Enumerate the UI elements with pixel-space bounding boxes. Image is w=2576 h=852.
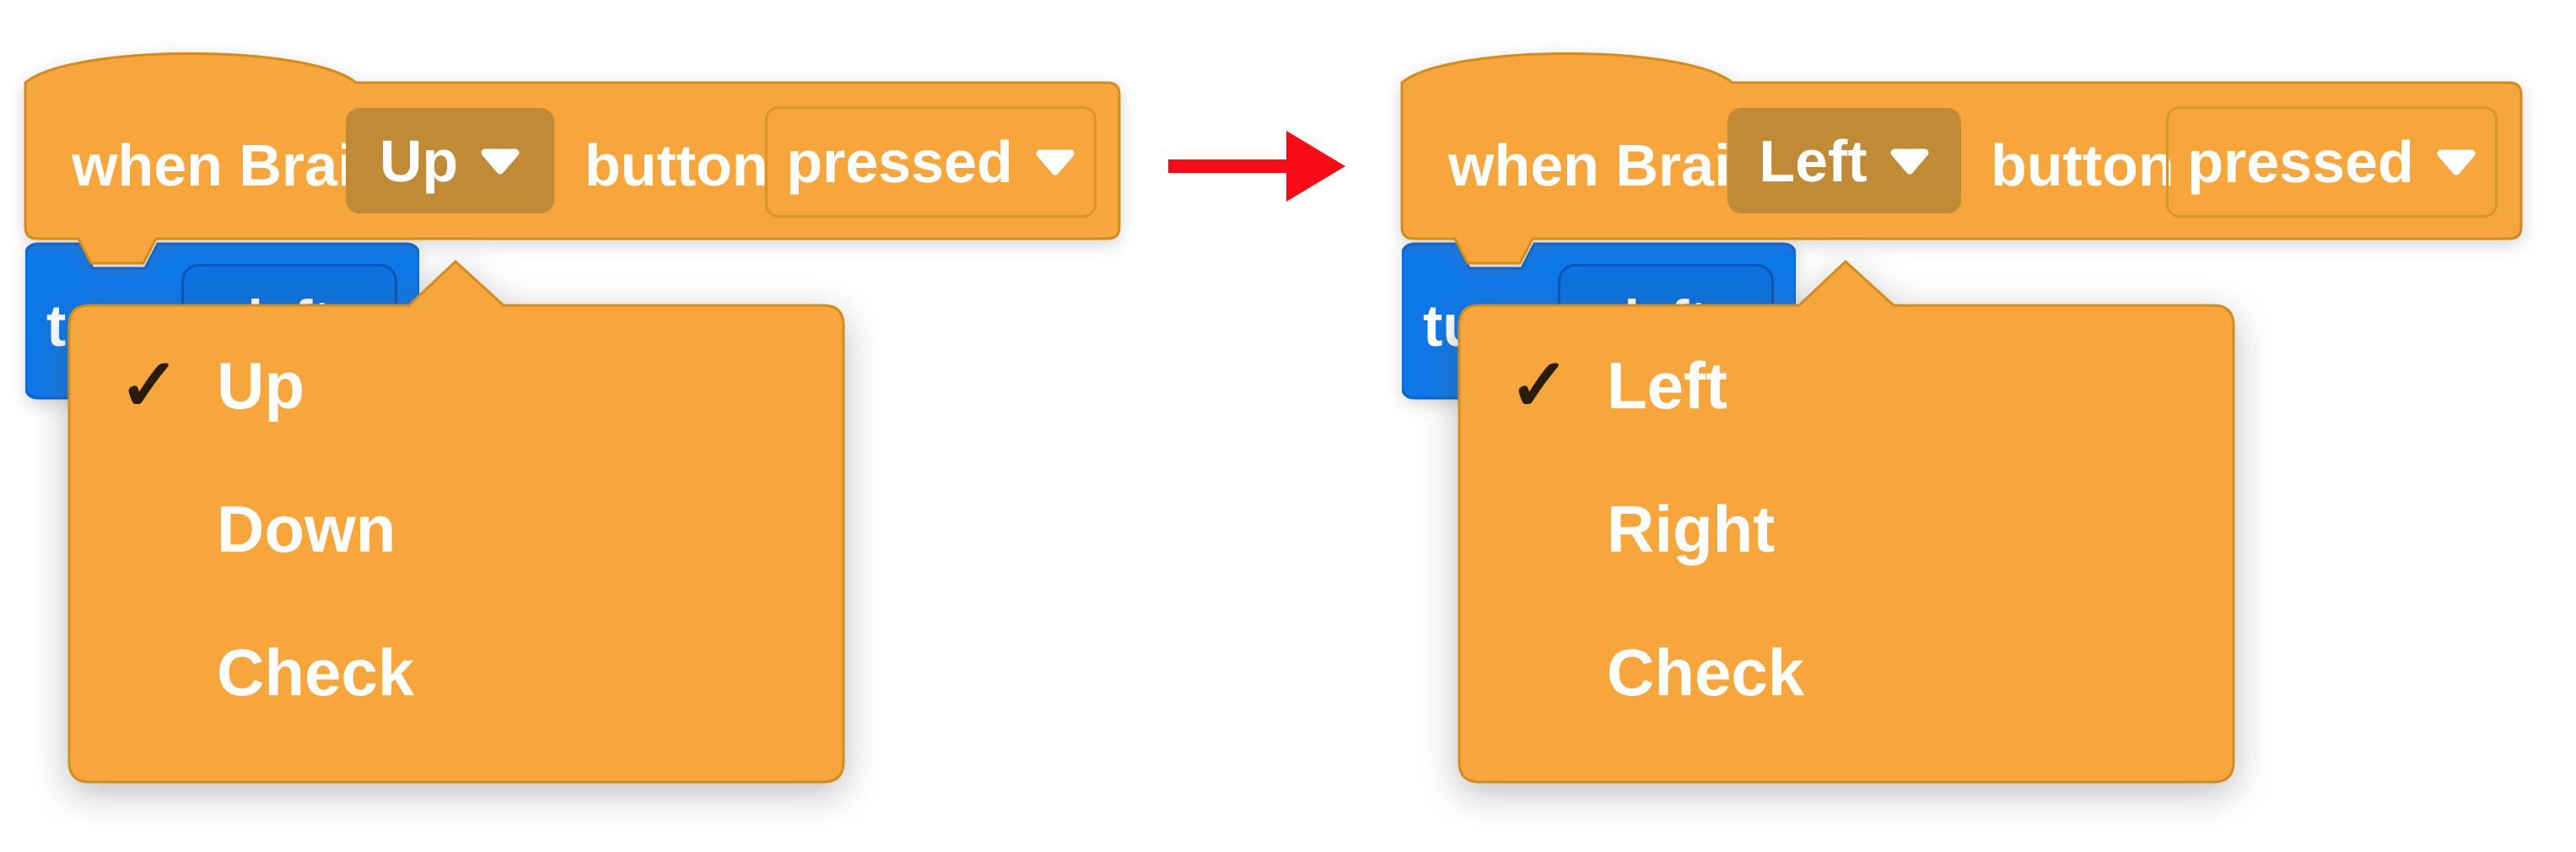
menu-item-down[interactable]: Down: [217, 491, 396, 566]
button-state-dropdown[interactable]: pressed: [765, 106, 1097, 218]
menu-item-list: ✓ Up Down Check: [69, 314, 843, 744]
brain-button-select-value: Left: [1759, 127, 1867, 194]
menu-bubble: [67, 259, 845, 784]
when-brain-label: when Brain: [1448, 132, 1767, 198]
menu-item-check[interactable]: Check: [217, 634, 415, 709]
button-state-value: pressed: [786, 129, 1013, 195]
brain-button-select-value: Up: [379, 127, 459, 194]
button-state-value: pressed: [2187, 129, 2414, 195]
brain-button-select-dropdown[interactable]: Left: [1727, 108, 1961, 213]
brain-button-select-dropdown[interactable]: Up: [346, 108, 554, 213]
menu-bubble: [1458, 259, 2235, 784]
when-brain-button-hat-block[interactable]: [24, 49, 1124, 267]
dropdown-caret-icon: [481, 148, 520, 174]
when-brain-button-hat-block[interactable]: [1400, 49, 2525, 267]
button-state-dropdown[interactable]: pressed: [2166, 106, 2498, 218]
menu-item-check[interactable]: Check: [1607, 634, 1805, 709]
right-arrow-icon: [1168, 131, 1345, 202]
button-select-open-menu: ✓ Left Right Check: [1458, 259, 2235, 785]
dropdown-caret-icon: [1890, 148, 1929, 174]
when-brain-label: when Brain: [72, 132, 391, 198]
menu-item-right[interactable]: Right: [1607, 491, 1776, 566]
menu-item-up[interactable]: ✓ Up: [69, 314, 843, 457]
dropdown-caret-icon: [1036, 149, 1075, 175]
checkmark-icon: ✓: [1508, 345, 1571, 426]
button-select-open-menu: ✓ Up Down Check: [67, 259, 845, 785]
button-word-label: button: [585, 132, 768, 198]
checkmark-icon: ✓: [118, 345, 181, 426]
menu-item-left[interactable]: ✓ Left: [1459, 314, 2234, 457]
menu-item-list: ✓ Left Right Check: [1459, 314, 2234, 744]
button-word-label: button: [1991, 132, 2175, 198]
dropdown-caret-icon: [2437, 149, 2476, 175]
